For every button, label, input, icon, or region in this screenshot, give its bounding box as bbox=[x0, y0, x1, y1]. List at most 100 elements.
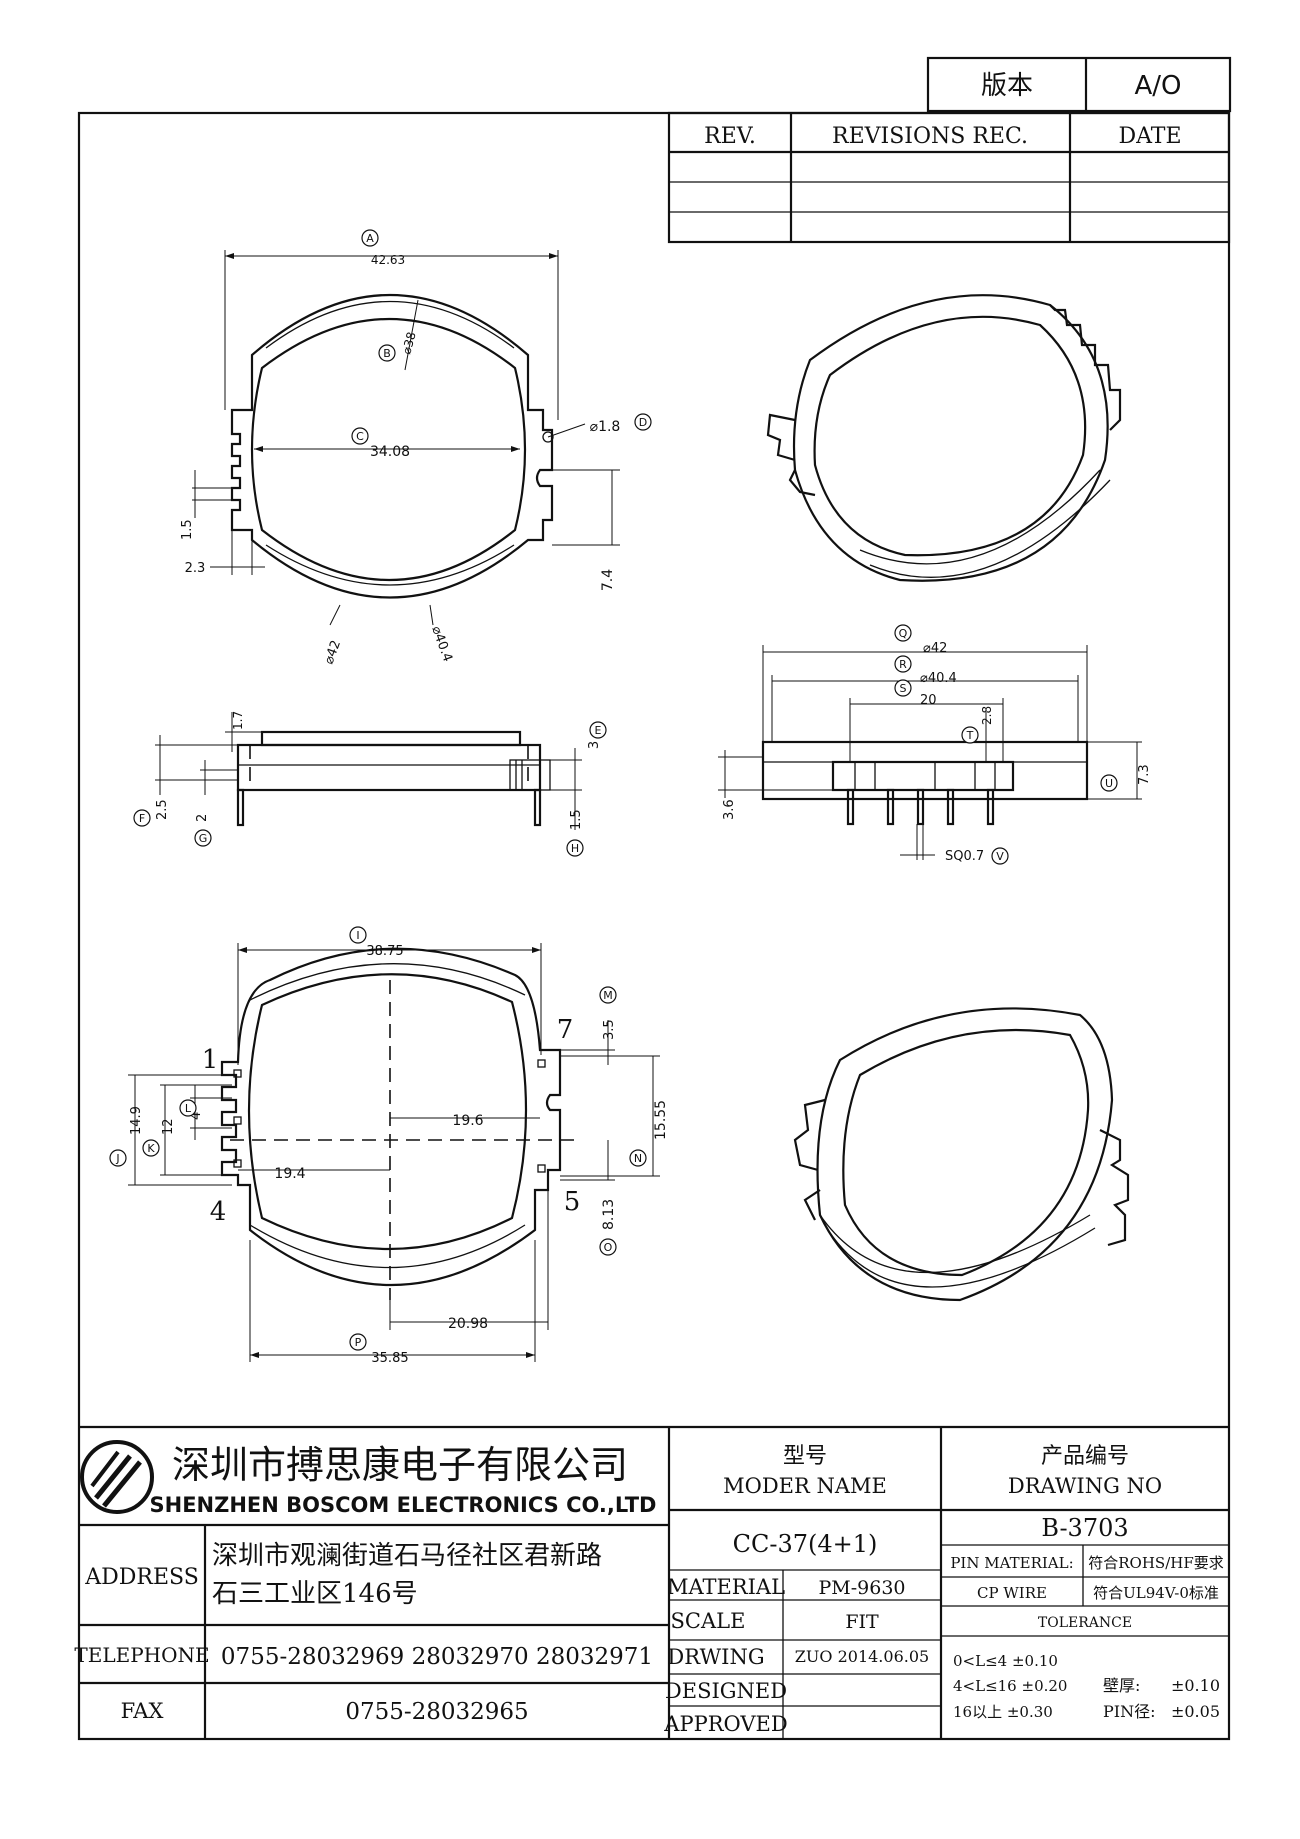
dim-1-7: 1.7 bbox=[231, 711, 245, 730]
pin-5: 5 bbox=[564, 1187, 581, 1217]
label-G: G bbox=[199, 832, 208, 845]
label-J: J bbox=[115, 1152, 119, 1165]
dim-d40-4-top: ⌀40.4 bbox=[428, 624, 455, 664]
label-R: R bbox=[899, 658, 907, 671]
dim-3: 3 bbox=[587, 741, 602, 749]
wall-value: ±0.10 bbox=[1171, 1676, 1220, 1695]
dim-R: ⌀40.4 bbox=[920, 671, 957, 686]
dim-d42-top: ⌀42 bbox=[322, 638, 344, 666]
drwing-label: DRWING bbox=[667, 1645, 764, 1669]
top-view: A 42.63 B ⌀38 C 34.08 ⌀1.8 D 1.5 2.3 7.4 bbox=[180, 229, 652, 666]
ul-value: 符合UL94V-0标准 bbox=[1093, 1584, 1219, 1602]
label-K: K bbox=[147, 1142, 155, 1155]
material-value: PM-9630 bbox=[818, 1577, 905, 1599]
tolerance-label: TOLERANCE bbox=[1038, 1615, 1132, 1631]
pin-dia-label: PIN径: bbox=[1103, 1702, 1155, 1721]
pin-dia-value: ±0.05 bbox=[1171, 1702, 1220, 1721]
drawing-no-value: B-3703 bbox=[1041, 1514, 1128, 1542]
pin-material-label: PIN MATERIAL: bbox=[950, 1554, 1073, 1572]
dim-2: 2 bbox=[195, 814, 210, 822]
dim-19-6: 19.6 bbox=[452, 1113, 483, 1129]
company-logo-icon bbox=[80, 1440, 154, 1514]
label-T: T bbox=[966, 729, 974, 742]
label-V: V bbox=[996, 850, 1004, 863]
dim-D: ⌀1.8 bbox=[590, 419, 621, 435]
label-E: E bbox=[595, 724, 602, 737]
tol-row-2: 4<L≤16 ±0.20 bbox=[953, 1677, 1067, 1695]
dim-15-55: 15.55 bbox=[653, 1100, 669, 1140]
dim-1-5-top: 1.5 bbox=[180, 519, 195, 540]
iso-view-top bbox=[766, 294, 1122, 582]
label-C: C bbox=[356, 430, 364, 443]
version-label: 版本 bbox=[981, 71, 1033, 101]
scale-label: SCALE bbox=[671, 1609, 746, 1633]
label-D: D bbox=[639, 416, 647, 429]
dim-T: 2.8 bbox=[980, 706, 994, 725]
label-Q: Q bbox=[899, 627, 908, 640]
telephone-label: TELEPHONE bbox=[74, 1643, 209, 1667]
label-P: P bbox=[355, 1336, 362, 1349]
fax-label: FAX bbox=[121, 1699, 164, 1723]
dim-8-13: 8.13 bbox=[601, 1199, 617, 1230]
address-line-1: 深圳市观澜街道石马径社区君新路 bbox=[212, 1541, 602, 1571]
address-line-2: 石三工业区146号 bbox=[212, 1579, 418, 1609]
approved-label: APPROVED bbox=[663, 1712, 787, 1736]
telephone-value: 0755-28032969 28032970 28032971 bbox=[221, 1644, 653, 1670]
pin-7: 7 bbox=[557, 1015, 574, 1045]
dim-2-5: 2.5 bbox=[155, 799, 170, 820]
designed-label: DESIGNED bbox=[665, 1679, 787, 1703]
material-label: MATERIAL bbox=[667, 1575, 785, 1599]
pin-1: 1 bbox=[202, 1045, 219, 1075]
scale-value: FIT bbox=[845, 1611, 879, 1633]
rev-header: REV. bbox=[704, 124, 756, 149]
dim-14-9: 14.9 bbox=[129, 1106, 144, 1135]
dim-7-3: 7.3 bbox=[1137, 764, 1152, 785]
model-value: CC-37(4+1) bbox=[733, 1530, 878, 1558]
date-header: DATE bbox=[1118, 124, 1181, 149]
dim-3-5: 3.5 bbox=[602, 1019, 617, 1040]
dim-3-6: 3.6 bbox=[722, 799, 737, 820]
revisions-header: REVISIONS REC. bbox=[832, 124, 1028, 149]
drwing-value: ZUO 2014.06.05 bbox=[795, 1647, 929, 1666]
label-B: B bbox=[383, 347, 391, 360]
tol-row-3: 16以上 ±0.30 bbox=[953, 1703, 1053, 1721]
model-label-en: MODER NAME bbox=[723, 1474, 887, 1498]
dim-4: 4 bbox=[189, 1112, 204, 1120]
version-box: 版本 A/O bbox=[926, 56, 1232, 113]
dim-SQ: SQ0.7 bbox=[945, 849, 984, 864]
company-name-en: SHENZHEN BOSCOM ELECTRONICS CO.,LTD bbox=[150, 1493, 657, 1517]
label-A: A bbox=[366, 232, 374, 245]
label-I: I bbox=[356, 929, 359, 942]
label-M: M bbox=[603, 989, 613, 1002]
side-view-right: Q ⌀42 R ⌀40.4 S 20 2.8 T 3.6 7.3 U bbox=[718, 624, 1152, 865]
side-view-left: 1.7 3 E 2.5 F 2 G 1.5 H bbox=[133, 711, 607, 857]
label-F: F bbox=[139, 812, 145, 825]
dim-7-4: 7.4 bbox=[600, 569, 616, 591]
label-L: L bbox=[185, 1102, 192, 1115]
label-O: O bbox=[604, 1241, 613, 1254]
label-S: S bbox=[900, 682, 907, 695]
sheet-border bbox=[77, 111, 1231, 1741]
iso-view-bottom bbox=[793, 1007, 1130, 1302]
dim-I: 38.75 bbox=[366, 944, 403, 959]
dim-B: ⌀38 bbox=[399, 330, 418, 355]
drawing-no-label-cn: 产品编号 bbox=[1041, 1444, 1129, 1469]
dim-Q: ⌀42 bbox=[923, 641, 947, 656]
version-value: A/O bbox=[1134, 71, 1181, 101]
drawing-no-label-en: DRAWING NO bbox=[1008, 1474, 1162, 1498]
dim-A: 42.63 bbox=[371, 253, 405, 267]
dim-12: 12 bbox=[161, 1118, 176, 1135]
rohs-value: 符合ROHS/HF要求 bbox=[1088, 1554, 1224, 1572]
tol-row-1: 0<L≤4 ±0.10 bbox=[953, 1652, 1058, 1670]
dim-S: 20 bbox=[920, 693, 937, 708]
dim-P: 35.85 bbox=[371, 1351, 408, 1366]
pin-4: 4 bbox=[210, 1197, 227, 1227]
label-H: H bbox=[571, 842, 579, 855]
revision-table: REV. REVISIONS REC. DATE bbox=[667, 111, 1231, 244]
label-N: N bbox=[634, 1152, 642, 1165]
cp-wire-label: CP WIRE bbox=[977, 1584, 1047, 1602]
address-label: ADDRESS bbox=[84, 1565, 199, 1590]
bottom-view: 1 4 7 5 I 38.75 19.6 19.4 20.98 P 35.85 bbox=[109, 926, 669, 1366]
dim-19-4: 19.4 bbox=[274, 1166, 305, 1182]
